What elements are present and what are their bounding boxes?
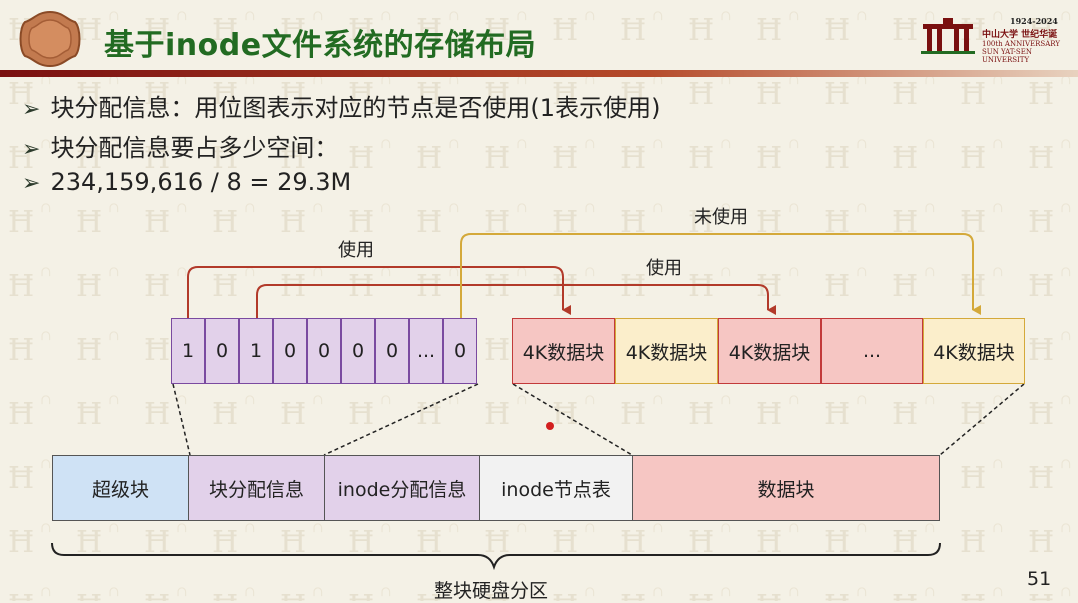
partition-block-alloc: 块分配信息 — [188, 455, 325, 521]
university-name-cn: 中山大学 世纪华诞 — [982, 30, 1058, 40]
used-label-2: 使用 — [646, 258, 682, 279]
bitmap-cell: 0 — [205, 318, 239, 384]
partition-data-area: 数据块 — [632, 455, 940, 521]
partition-superblock: 超级块 — [52, 455, 189, 521]
partition-brace — [51, 542, 941, 571]
unused-arrow — [460, 233, 981, 318]
university-anniversary: 100th ANNIVERSARY — [982, 40, 1060, 48]
bullet-item: ➢块分配信息：用位图表示对应的节点是否使用(1表示使用) — [22, 94, 661, 122]
page-title: 基于inode文件系统的存储布局 — [104, 28, 537, 63]
university-gate-icon — [921, 18, 975, 54]
partition-caption: 整块硬盘分区 — [434, 580, 549, 602]
unused-label: 未使用 — [694, 207, 748, 228]
university-years: 1924-2024 — [1010, 16, 1058, 26]
title-underline-bar — [0, 70, 1078, 77]
data-block-used: 4K数据块 — [512, 318, 615, 384]
data-block-ellipsis: ... — [821, 318, 923, 384]
zoom-line-bitmap-right — [323, 383, 479, 456]
zoom-line-data-left — [512, 383, 633, 456]
used-arrow-1 — [187, 266, 571, 318]
bitmap-cell: 0 — [443, 318, 477, 384]
partition-inode-alloc: inode分配信息 — [324, 455, 480, 521]
bitmap-cell: 1 — [239, 318, 273, 384]
bitmap-cell: 0 — [273, 318, 307, 384]
used-arrow-2 — [256, 284, 776, 318]
partition-inode-table: inode节点表 — [479, 455, 633, 521]
bullet-arrow-icon: ➢ — [22, 171, 41, 196]
bullet-item: ➢234,159,616 / 8 = 29.3M — [22, 168, 352, 196]
data-block-free: 4K数据块 — [615, 318, 718, 384]
page-number: 51 — [1027, 568, 1052, 590]
bullet-item: ➢块分配信息要占多少空间： — [22, 134, 339, 162]
bitmap-cell: 0 — [307, 318, 341, 384]
used-label-1: 使用 — [338, 240, 374, 261]
bitmap-cell: 1 — [171, 318, 205, 384]
zoom-line-bitmap-left — [172, 383, 191, 456]
data-block-used: 4K数据块 — [718, 318, 821, 384]
bullet-arrow-icon: ➢ — [22, 137, 41, 162]
school-emblem-icon — [19, 10, 81, 68]
university-name-en: SUN YAT-SEN UNIVERSITY — [982, 48, 1032, 64]
bullet-arrow-icon: ➢ — [22, 97, 41, 122]
bitmap-cell: 0 — [375, 318, 409, 384]
data-block-free: 4K数据块 — [923, 318, 1025, 384]
zoom-line-data-right — [939, 383, 1025, 456]
laser-pointer-dot — [546, 422, 554, 430]
bitmap-cell: ... — [409, 318, 443, 384]
bitmap-cell: 0 — [341, 318, 375, 384]
